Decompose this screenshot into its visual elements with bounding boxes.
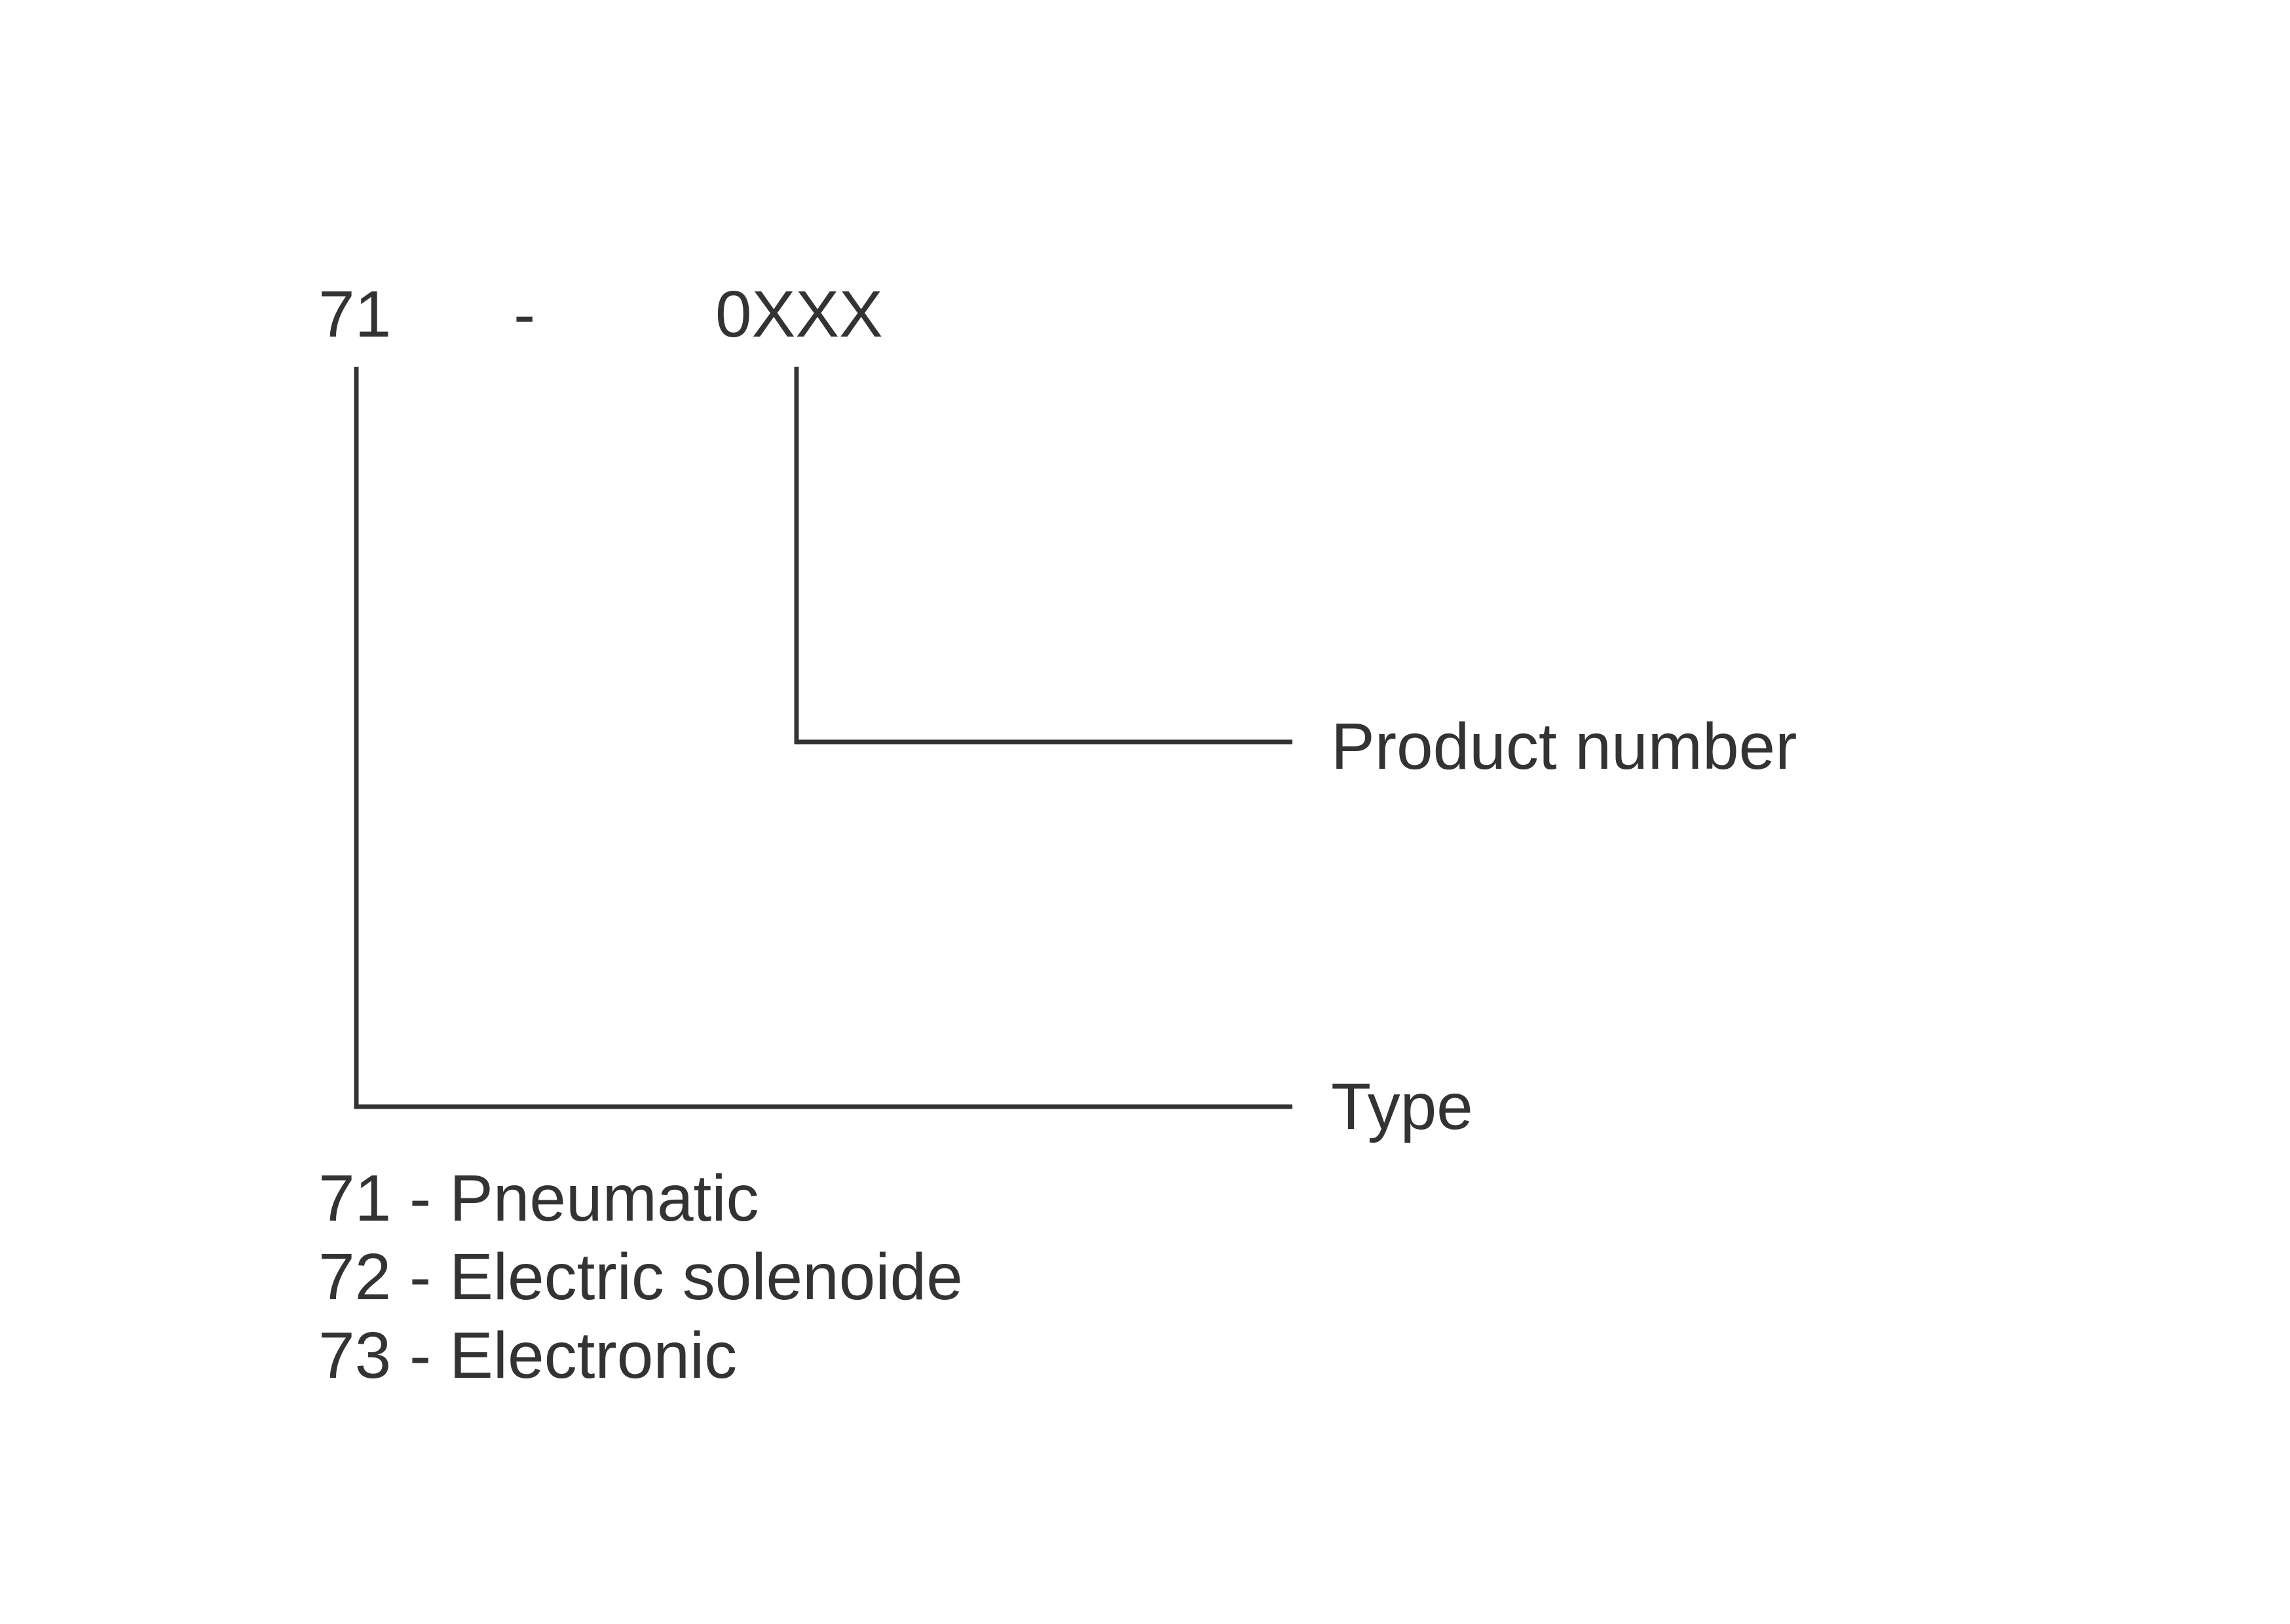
legend-item-electronic: 73 - Electronic [318, 1319, 738, 1392]
code-type-prefix: 71 [318, 278, 392, 351]
legend-item-pneumatic: 71 - Pneumatic [318, 1162, 759, 1235]
type-legend: 71 - Pneumatic 72 - Electric solenoide 7… [318, 1159, 963, 1395]
product-number-label: Product number [1331, 710, 1797, 783]
code-separator: - [514, 278, 536, 351]
type-connector [354, 367, 1292, 1109]
code-product-suffix: 0XXX [715, 278, 883, 351]
legend-item-electric-solenoide: 72 - Electric solenoide [318, 1240, 963, 1314]
product-number-connector [794, 367, 1292, 745]
type-label: Type [1331, 1070, 1473, 1143]
